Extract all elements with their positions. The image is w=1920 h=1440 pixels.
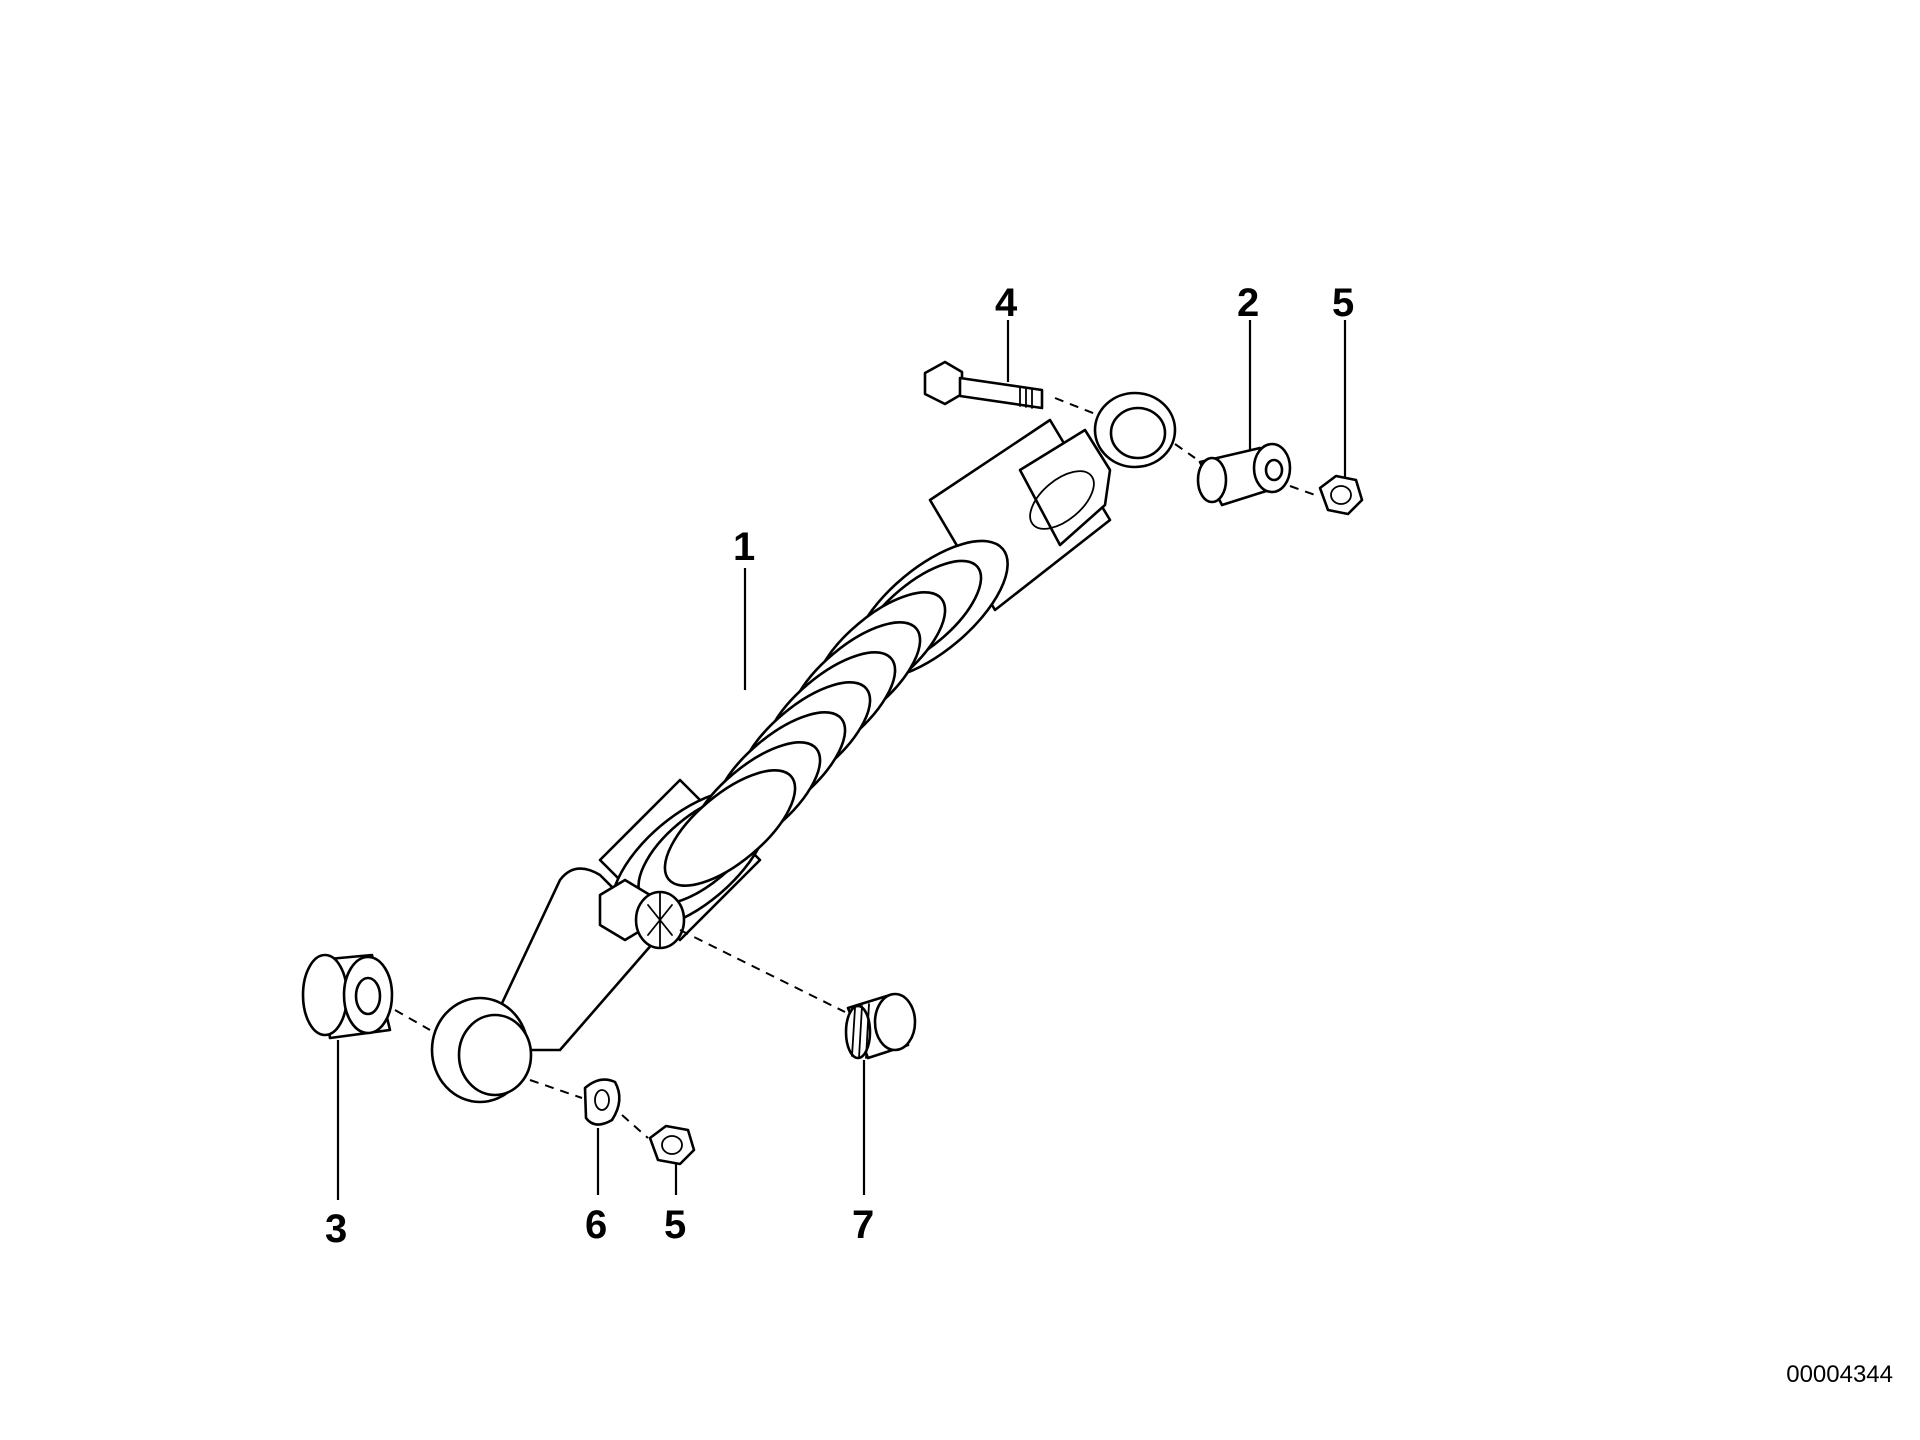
coil-spring — [663, 591, 947, 887]
assembly-lines — [394, 397, 1319, 1139]
document-number: 00004344 — [1786, 1361, 1893, 1388]
callout-2: 2 — [1237, 281, 1259, 325]
washer — [583, 1078, 621, 1126]
leader-lines — [336, 320, 1347, 1200]
callout-4: 4 — [995, 281, 1018, 325]
callout-6: 6 — [585, 1203, 607, 1247]
upper-bolt — [923, 360, 1044, 410]
callout-1: 1 — [733, 525, 755, 569]
upper-nut — [1318, 474, 1364, 516]
adjuster-knob — [844, 992, 917, 1060]
callouts: 1 2 3 4 5 5 6 7 — [325, 281, 1354, 1251]
callout-5-lower: 5 — [664, 1203, 686, 1247]
callout-5-upper: 5 — [1332, 281, 1354, 325]
callout-7: 7 — [852, 1203, 874, 1247]
lower-bushing — [301, 953, 394, 1040]
shock-absorber — [430, 391, 1177, 1104]
lower-nut — [648, 1124, 696, 1166]
upper-bushing — [1196, 442, 1292, 507]
callout-3: 3 — [325, 1207, 347, 1251]
